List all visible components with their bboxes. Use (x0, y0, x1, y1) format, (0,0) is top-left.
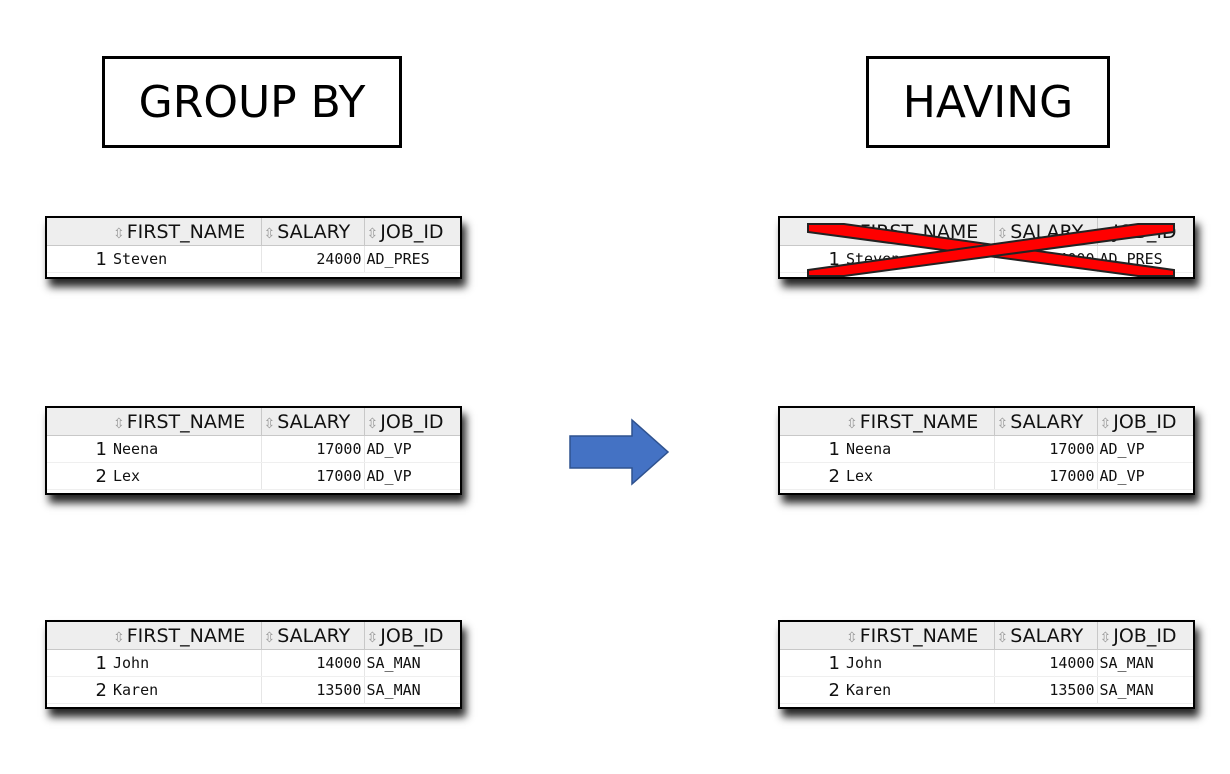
having-result-grid-1: ⇳FIRST_NAME ⇳SALARY ⇳JOB_ID 1 Neena 1700… (778, 406, 1195, 495)
job-id-header[interactable]: ⇳JOB_ID (364, 218, 460, 246)
row-number-header (47, 408, 111, 436)
row-number: 1 (47, 435, 111, 463)
sort-icon: ⇳ (113, 225, 125, 242)
salary-cell[interactable]: 24000 (261, 245, 365, 273)
job-id-cell[interactable]: SA_MAN (364, 676, 460, 704)
sort-icon: ⇳ (1099, 629, 1112, 646)
row-number-header (780, 408, 844, 436)
sort-icon: ⇳ (366, 415, 379, 432)
salary-header[interactable]: ⇳SALARY (261, 218, 365, 246)
job-id-header[interactable]: ⇳JOB_ID (1097, 408, 1193, 436)
table-row[interactable]: 2 Karen 13500 SA_MAN (47, 676, 460, 704)
group-by-title: GROUP BY (102, 56, 402, 148)
job-id-cell[interactable]: AD_VP (364, 435, 460, 463)
row-number: 1 (780, 649, 844, 677)
salary-cell[interactable]: 13500 (994, 676, 1098, 704)
first-name-cell[interactable]: Steven (111, 245, 262, 273)
salary-cell[interactable]: 13500 (261, 676, 365, 704)
salary-cell[interactable]: 14000 (994, 649, 1098, 677)
sort-icon: ⇳ (846, 415, 858, 432)
first-name-cell[interactable]: John (844, 649, 995, 677)
first-name-cell[interactable]: John (111, 649, 262, 677)
grid-header: ⇳FIRST_NAME ⇳SALARY ⇳JOB_ID (47, 622, 460, 650)
right-arrow-icon (569, 418, 670, 486)
grid-header: ⇳FIRST_NAME ⇳SALARY ⇳JOB_ID (780, 622, 1193, 650)
table-row[interactable]: 1 Neena 17000 AD_VP (780, 435, 1193, 463)
sort-icon: ⇳ (1099, 415, 1112, 432)
salary-cell[interactable]: 17000 (261, 435, 365, 463)
job-id-cell[interactable]: AD_VP (1097, 435, 1193, 463)
row-number: 2 (780, 462, 844, 490)
job-id-cell[interactable]: SA_MAN (364, 649, 460, 677)
sort-icon: ⇳ (263, 225, 276, 242)
having-result-grid-2: ⇳FIRST_NAME ⇳SALARY ⇳JOB_ID 1 John 14000… (778, 620, 1195, 709)
first-name-header[interactable]: ⇳FIRST_NAME (844, 622, 995, 650)
job-id-header[interactable]: ⇳JOB_ID (364, 622, 460, 650)
grid-header: ⇳FIRST_NAME ⇳SALARY ⇳JOB_ID (780, 408, 1193, 436)
sort-icon: ⇳ (263, 415, 276, 432)
row-number: 1 (47, 245, 111, 273)
first-name-cell[interactable]: Karen (111, 676, 262, 704)
job-id-cell[interactable]: AD_PRES (364, 245, 460, 273)
table-row[interactable]: 1 Neena 17000 AD_VP (47, 435, 460, 463)
first-name-cell[interactable]: Lex (844, 462, 995, 490)
table-row[interactable]: 1 John 14000 SA_MAN (780, 649, 1193, 677)
salary-cell[interactable]: 17000 (994, 462, 1098, 490)
job-id-header[interactable]: ⇳JOB_ID (1097, 622, 1193, 650)
sort-icon: ⇳ (996, 225, 1009, 242)
grid-header: ⇳FIRST_NAME ⇳SALARY ⇳JOB_ID (47, 218, 460, 246)
salary-header[interactable]: ⇳SALARY (994, 408, 1098, 436)
job-id-header[interactable]: ⇳JOB_ID (364, 408, 460, 436)
first-name-header[interactable]: ⇳FIRST_NAME (111, 408, 262, 436)
sort-icon: ⇳ (996, 415, 1009, 432)
sort-icon: ⇳ (366, 629, 379, 646)
sort-icon: ⇳ (113, 415, 125, 432)
row-number-header (47, 218, 111, 246)
salary-header[interactable]: ⇳SALARY (261, 622, 365, 650)
job-id-cell[interactable]: SA_MAN (1097, 649, 1193, 677)
group-by-result-grid-2: ⇳FIRST_NAME ⇳SALARY ⇳JOB_ID 1 Neena 1700… (45, 406, 462, 495)
table-row[interactable]: 2 Lex 17000 AD_VP (780, 462, 1193, 490)
sort-icon: ⇳ (263, 629, 276, 646)
group-by-result-grid-3: ⇳FIRST_NAME ⇳SALARY ⇳JOB_ID 1 John 14000… (45, 620, 462, 709)
sort-icon: ⇳ (113, 629, 125, 646)
grid-header: ⇳FIRST_NAME ⇳SALARY ⇳JOB_ID (47, 408, 460, 436)
job-id-cell[interactable]: AD_VP (1097, 462, 1193, 490)
table-row[interactable]: 1 Steven 24000 AD_PRES (47, 245, 460, 273)
row-number: 2 (47, 676, 111, 704)
row-number-header (780, 622, 844, 650)
salary-header[interactable]: ⇳SALARY (994, 622, 1098, 650)
red-x-cross-icon (807, 223, 1175, 277)
job-id-cell[interactable]: SA_MAN (1097, 676, 1193, 704)
sort-icon: ⇳ (846, 629, 858, 646)
job-id-cell[interactable]: AD_VP (364, 462, 460, 490)
first-name-header[interactable]: ⇳FIRST_NAME (111, 622, 262, 650)
salary-header[interactable]: ⇳SALARY (261, 408, 365, 436)
row-number: 2 (780, 676, 844, 704)
sort-icon: ⇳ (366, 225, 379, 242)
first-name-header[interactable]: ⇳FIRST_NAME (111, 218, 262, 246)
having-title: HAVING (866, 56, 1110, 148)
row-number: 1 (780, 435, 844, 463)
row-number: 1 (47, 649, 111, 677)
first-name-cell[interactable]: Lex (111, 462, 262, 490)
first-name-cell[interactable]: Neena (111, 435, 262, 463)
table-row[interactable]: 2 Karen 13500 SA_MAN (780, 676, 1193, 704)
salary-cell[interactable]: 17000 (261, 462, 365, 490)
row-number-header (47, 622, 111, 650)
salary-cell[interactable]: 14000 (261, 649, 365, 677)
salary-cell[interactable]: 17000 (994, 435, 1098, 463)
table-row[interactable]: 2 Lex 17000 AD_VP (47, 462, 460, 490)
sort-icon: ⇳ (996, 629, 1009, 646)
row-number: 2 (47, 462, 111, 490)
first-name-header[interactable]: ⇳FIRST_NAME (844, 408, 995, 436)
first-name-cell[interactable]: Karen (844, 676, 995, 704)
table-row[interactable]: 1 John 14000 SA_MAN (47, 649, 460, 677)
group-by-result-grid-1: ⇳FIRST_NAME ⇳SALARY ⇳JOB_ID 1 Steven 240… (45, 216, 462, 279)
first-name-cell[interactable]: Neena (844, 435, 995, 463)
